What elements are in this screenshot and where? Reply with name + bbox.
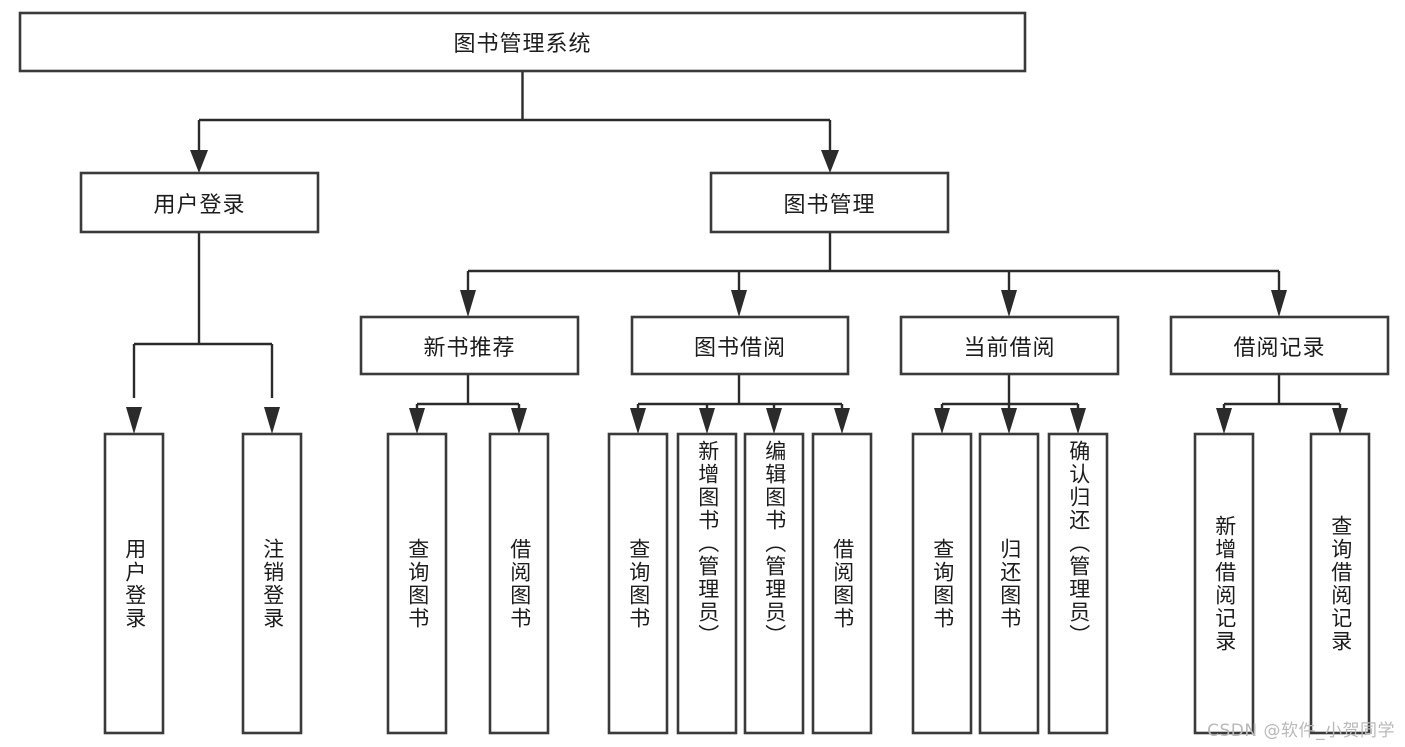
arrow-head-borrowrecord (1271, 290, 1287, 317)
node-book-borrow[interactable] (630, 315, 850, 376)
arrow-head-leaf-9 (934, 408, 950, 434)
node-leaf-7[interactable] (743, 432, 805, 735)
node-root[interactable] (18, 11, 1027, 73)
node-leaf-5[interactable] (607, 432, 669, 735)
arrow-head-leaf-3 (409, 408, 425, 434)
node-leaf-1[interactable] (103, 432, 165, 735)
arrow-head-leaf-7 (766, 408, 782, 434)
arrow-head-leaf-6 (699, 408, 715, 434)
node-borrow-record[interactable] (1169, 315, 1390, 376)
arrow-head-leaf-13 (1332, 408, 1348, 434)
node-leaf-4[interactable] (488, 432, 550, 735)
arrow-head-leaf-8 (834, 408, 850, 434)
box-layer (18, 11, 1390, 735)
arrow-head-leaf-10 (1001, 408, 1017, 434)
arrow-head-leaf-1 (126, 407, 142, 434)
node-leaf-10[interactable] (978, 432, 1040, 735)
arrow-head-leaf-5 (630, 408, 646, 434)
arrow-head-leaf-4 (511, 408, 527, 434)
node-leaf-13[interactable] (1309, 432, 1371, 735)
node-book-manage[interactable] (709, 171, 950, 234)
arrow-head-currentborrow (1001, 290, 1017, 317)
node-new-book-recommend[interactable] (359, 315, 580, 376)
node-leaf-9[interactable] (911, 432, 973, 735)
arrow-head-bookmanage (821, 150, 839, 173)
node-leaf-6[interactable] (676, 432, 738, 735)
node-leaf-3[interactable] (386, 432, 448, 735)
arrow-head-leaf-2 (264, 407, 280, 434)
arrow-head-userlogin (190, 150, 208, 173)
arrow-head-leaf-12 (1216, 408, 1232, 434)
node-leaf-12[interactable] (1193, 432, 1255, 735)
arrow-head-bookborrow (731, 290, 747, 317)
edge-layer (126, 71, 1348, 434)
node-leaf-11[interactable] (1047, 432, 1109, 735)
arrow-head-newbookrec (460, 290, 476, 317)
node-leaf-2[interactable] (241, 432, 303, 735)
arrow-head-leaf-11 (1070, 408, 1086, 434)
node-current-borrow[interactable] (899, 315, 1120, 376)
node-user-login[interactable] (79, 171, 320, 234)
node-leaf-8[interactable] (811, 432, 873, 735)
